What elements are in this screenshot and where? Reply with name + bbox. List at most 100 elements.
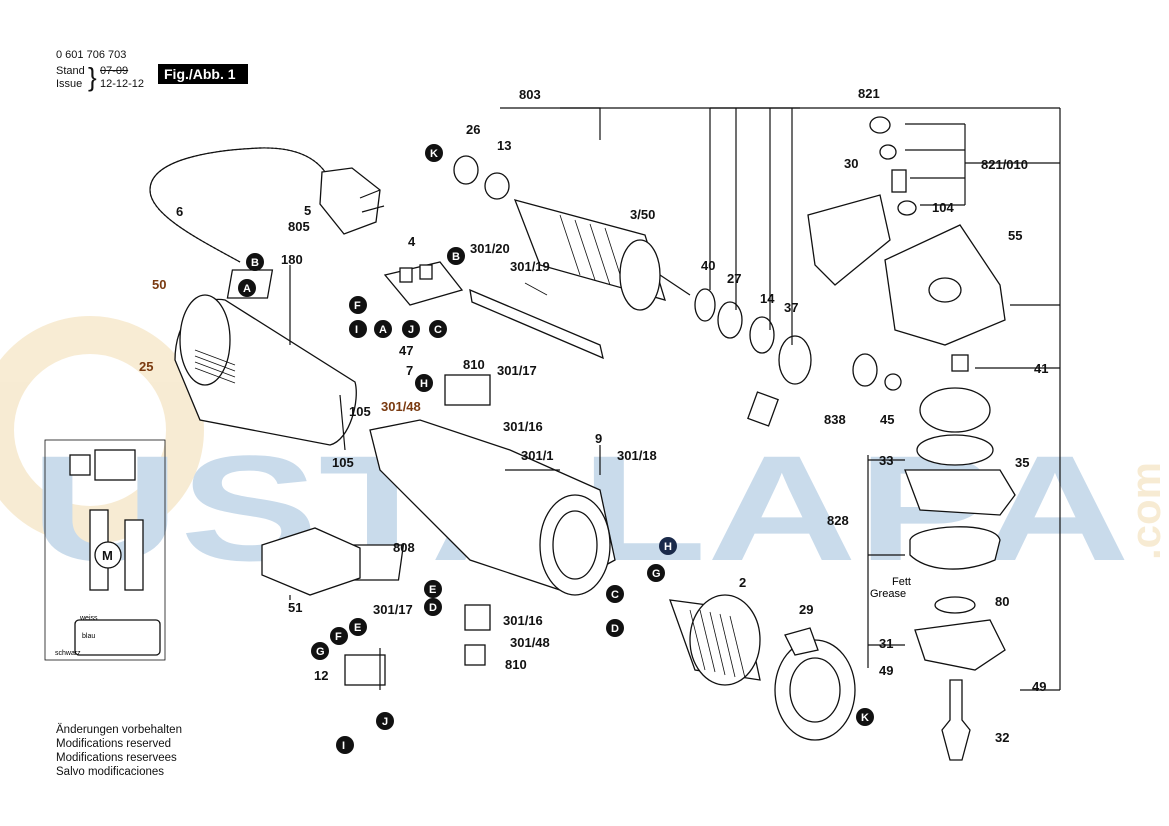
stator [669, 594, 761, 686]
label-31: 31 [879, 636, 893, 651]
callout-a: A [374, 320, 392, 338]
wheel-guard [774, 627, 856, 741]
wiring-diagram: M weiss blau schwarz [44, 439, 166, 661]
label-301-1: 301/1 [521, 448, 554, 463]
svg-text:B: B [452, 251, 460, 263]
electronics [261, 374, 491, 686]
svg-text:K: K [430, 148, 438, 160]
label-9: 9 [595, 431, 602, 446]
label-105-a: 105 [349, 404, 371, 419]
svg-text:A: A [243, 283, 251, 295]
svg-text:C: C [434, 324, 442, 336]
svg-text:F: F [335, 631, 342, 643]
label-45: 45 [880, 412, 894, 427]
label-838: 838 [824, 412, 846, 427]
label-fett: Fett [892, 576, 911, 588]
label-810-a: 810 [463, 357, 485, 372]
callout-c: C [606, 585, 624, 603]
callout-d: D [424, 598, 442, 616]
slide-switch [469, 288, 604, 360]
label-803: 803 [519, 87, 541, 102]
svg-text:D: D [429, 602, 437, 614]
bearings [694, 288, 812, 427]
label-7: 7 [406, 363, 413, 378]
label-301-16-a: 301/16 [503, 419, 543, 434]
figure-label: Fig./Abb. 1 [158, 64, 248, 84]
callouts: K B A B F I A J C H H G C D E D K G F E … [238, 144, 874, 754]
part-number: 0 601 706 703 [56, 49, 127, 61]
issue-label: Issue [56, 78, 83, 90]
label-301-17-a: 301/17 [497, 363, 537, 378]
label-301-18: 301/18 [617, 448, 657, 463]
callout-d: D [606, 619, 624, 637]
label-2: 2 [739, 575, 746, 590]
callout-g: G [647, 564, 665, 582]
label-6: 6 [176, 204, 183, 219]
label-12: 12 [314, 668, 328, 683]
label-27: 27 [727, 271, 741, 286]
switch-housing [347, 419, 616, 596]
stand-label: Stand [56, 65, 85, 77]
brace-icon: } [88, 62, 97, 92]
svg-text:B: B [251, 257, 259, 269]
note-line: Modifications reservees [56, 752, 177, 764]
callout-b: B [246, 253, 264, 271]
label-47: 47 [399, 343, 413, 358]
callout-g: G [311, 642, 329, 660]
svg-text:H: H [420, 378, 428, 390]
label-808: 808 [393, 540, 415, 555]
leader-lines [289, 107, 1061, 691]
label-4: 4 [408, 234, 416, 249]
label-821-010: 821/010 [981, 157, 1028, 172]
callout-h: H [659, 537, 677, 555]
armature [453, 155, 691, 311]
callout-j: J [376, 712, 394, 730]
motor-housing [174, 269, 357, 446]
svg-text:J: J [382, 716, 388, 728]
svg-text:D: D [611, 623, 619, 635]
callout-e: E [349, 618, 367, 636]
label-301-19: 301/19 [510, 259, 550, 274]
label-301-17-b: 301/17 [373, 602, 413, 617]
callout-k: K [425, 144, 443, 162]
callout-i: I [336, 736, 354, 754]
callout-i: I [349, 320, 367, 338]
note-line: Änderungen vorbehalten [56, 724, 182, 736]
label-49-a: 49 [879, 663, 893, 678]
wire-white-label: weiss [79, 615, 98, 622]
label-55: 55 [1008, 228, 1022, 243]
svg-text:G: G [652, 568, 661, 580]
svg-text:C: C [611, 589, 619, 601]
callout-h: H [415, 374, 433, 392]
label-grease: Grease [870, 588, 906, 600]
callout-e: E [424, 580, 442, 598]
svg-text:A: A [379, 324, 387, 336]
modification-notes: Änderungen vorbehalten Modifications res… [56, 723, 182, 779]
label-301-16-b: 301/16 [503, 613, 543, 628]
bearing-flange [904, 434, 1016, 761]
label-29: 29 [799, 602, 813, 617]
callout-j: J [402, 320, 420, 338]
label-25: 25 [139, 359, 153, 374]
label-5: 5 [304, 203, 311, 218]
label-35: 35 [1015, 455, 1029, 470]
label-810-b: 810 [505, 657, 527, 672]
motor-label: M [102, 548, 113, 563]
label-32: 32 [995, 730, 1009, 745]
wire-blue-label: blau [82, 633, 95, 640]
label-821: 821 [858, 86, 880, 101]
callout-c: C [429, 320, 447, 338]
label-104: 104 [932, 200, 954, 215]
svg-text:I: I [355, 324, 358, 336]
svg-text:G: G [316, 646, 325, 658]
part-labels: 803 26 13 3/50 40 27 14 37 821 30 821/01… [139, 86, 1048, 745]
svg-text:J: J [408, 324, 414, 336]
svg-text:E: E [429, 584, 436, 596]
callout-f: F [330, 627, 348, 645]
label-3-50: 3/50 [630, 207, 655, 222]
label-30: 30 [844, 156, 858, 171]
label-105-b: 105 [332, 455, 354, 470]
svg-text:I: I [342, 740, 345, 752]
svg-text:E: E [354, 622, 361, 634]
